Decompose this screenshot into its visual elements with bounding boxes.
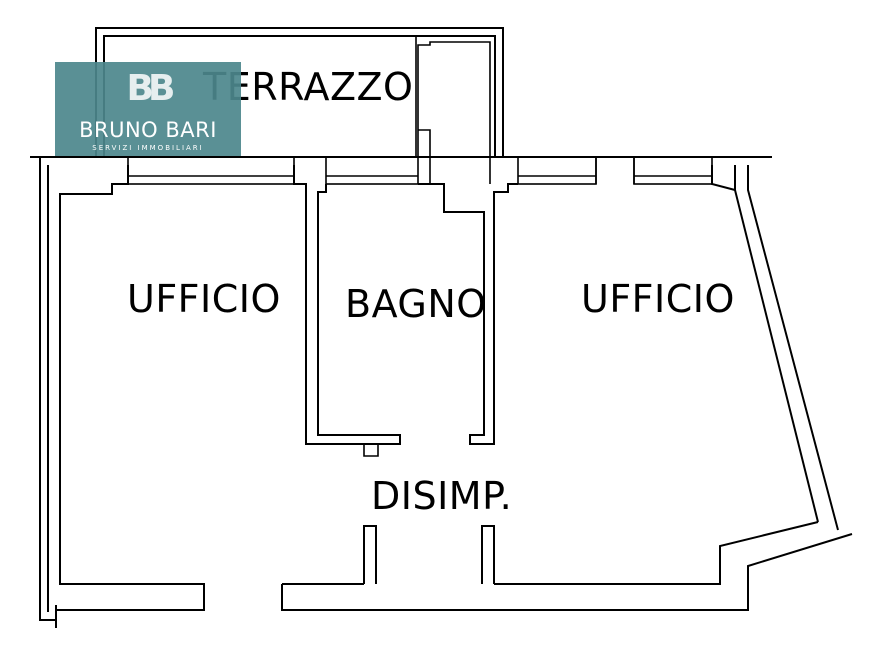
windows (127, 156, 713, 185)
logo-tagline: SERVIZI IMMOBILIARI (92, 144, 204, 152)
agency-logo: BB BRUNO BARI SERVIZI IMMOBILIARI (55, 62, 241, 156)
room-label-disimpegno: DISIMP. (371, 474, 513, 518)
room-label-bagno: BAGNO (345, 282, 487, 326)
logo-name: BRUNO BARI (79, 118, 217, 142)
room-label-ufficio-right: UFFICIO (581, 277, 735, 321)
interior-walls (293, 157, 518, 584)
logo-mark: BB (126, 68, 176, 109)
outer-walls (39, 157, 853, 628)
room-label-ufficio-left: UFFICIO (127, 277, 281, 321)
